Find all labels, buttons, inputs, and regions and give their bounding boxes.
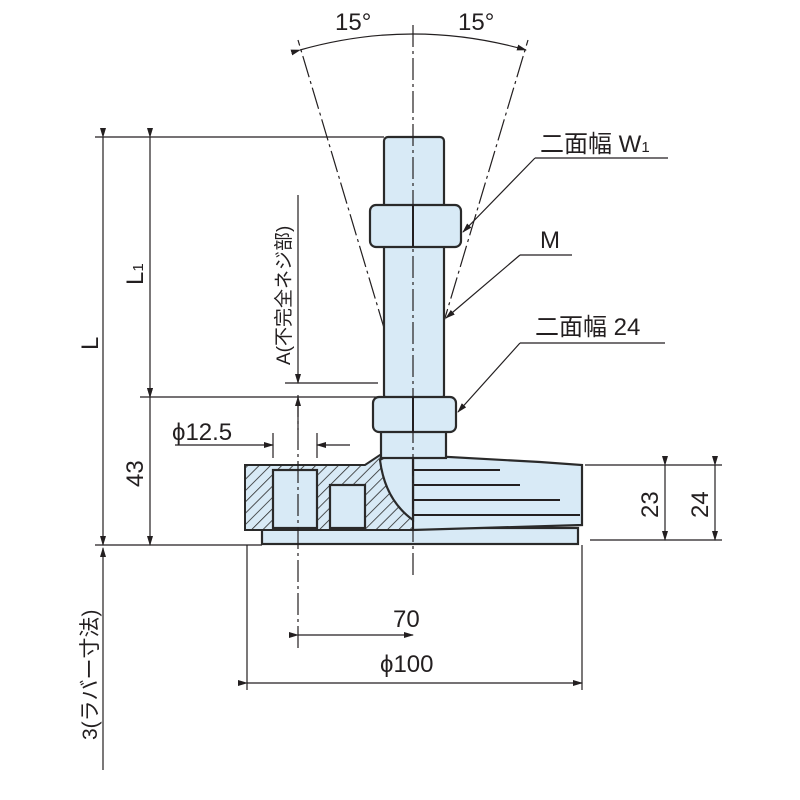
dim-phi100: ϕ100: [380, 651, 433, 678]
hex-nut-w1: [368, 203, 463, 249]
base-pad: [244, 452, 584, 546]
dim-24: 24: [687, 491, 714, 518]
svg-text:M: M: [540, 227, 560, 254]
dim-23: 23: [637, 491, 664, 518]
callout-thread-m: M: [445, 227, 572, 319]
hex-nut-24: [371, 395, 458, 434]
callout-w24: 二面幅 24: [457, 314, 665, 413]
dim-70: 70: [393, 606, 420, 633]
dim-A: A(不完全ネジ部): [273, 226, 295, 365]
dim-43: 43: [122, 460, 149, 487]
stud-bolt: [368, 135, 463, 460]
callout-w1: 二面幅 W1: [462, 131, 668, 233]
svg-text:二面幅 W1: 二面幅 W1: [540, 131, 650, 158]
dim-L1: L1: [122, 263, 149, 285]
svg-text:二面幅 24: 二面幅 24: [535, 314, 640, 341]
angle-right-label: 15°: [458, 9, 494, 36]
dim-L: L: [77, 337, 104, 350]
dim-phi12-5: ϕ12.5: [172, 419, 232, 446]
dim-rubber: 3(ラバー寸法): [79, 610, 102, 740]
angle-left-label: 15°: [335, 9, 371, 36]
